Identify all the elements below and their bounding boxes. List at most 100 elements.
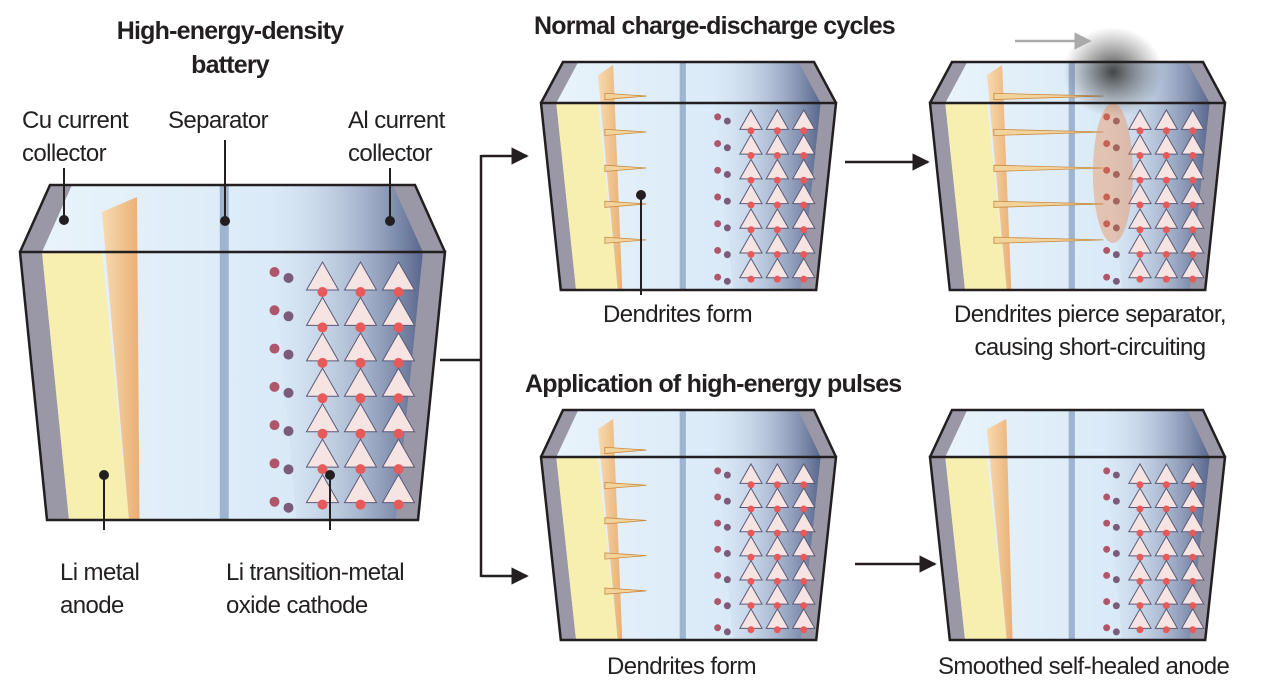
dendrite bbox=[604, 236, 647, 244]
li-ion bbox=[714, 246, 722, 254]
li-ion bbox=[1162, 226, 1170, 234]
li-ion bbox=[1112, 117, 1120, 125]
li-ion bbox=[1103, 519, 1111, 527]
li-ion bbox=[747, 553, 755, 561]
separator bbox=[1068, 62, 1075, 290]
battery-front-frame bbox=[18, 250, 447, 522]
li-ion bbox=[747, 602, 755, 610]
li-ion bbox=[714, 273, 722, 281]
li-ion bbox=[283, 426, 294, 437]
cathode-region bbox=[266, 185, 423, 520]
battery-top-edge bbox=[539, 60, 838, 104]
li-ion bbox=[317, 428, 328, 439]
li-ion bbox=[1136, 577, 1144, 585]
cathode-label: Li transition-metal oxide cathode bbox=[226, 556, 405, 622]
li-ion bbox=[714, 598, 722, 606]
li-anode bbox=[945, 457, 1007, 640]
li-ion bbox=[747, 275, 755, 283]
li-ion bbox=[800, 152, 808, 159]
li-ion bbox=[1103, 273, 1111, 281]
li-ion bbox=[1136, 201, 1144, 209]
li-ion bbox=[283, 502, 294, 513]
li-ion bbox=[773, 176, 781, 184]
li-ion bbox=[1112, 471, 1120, 479]
battery-self-healed bbox=[928, 408, 1227, 642]
li-ion bbox=[1112, 497, 1120, 505]
li-ion bbox=[1189, 505, 1197, 513]
li-ion bbox=[773, 201, 781, 209]
dendrite bbox=[604, 92, 647, 100]
main-battery-illustration bbox=[18, 183, 447, 522]
li-ion bbox=[723, 602, 731, 610]
li-ion bbox=[1112, 197, 1120, 205]
li-ion bbox=[747, 505, 755, 513]
li-ion bbox=[800, 201, 808, 209]
normal-step2-line2: causing short-circuiting bbox=[974, 334, 1206, 361]
li-ion bbox=[1189, 577, 1197, 585]
li-ion bbox=[747, 226, 755, 234]
li-ion bbox=[355, 428, 366, 439]
li-ion bbox=[1103, 140, 1111, 148]
dendrite bbox=[604, 200, 647, 208]
li-ion bbox=[1112, 628, 1120, 636]
li-ion bbox=[393, 322, 404, 333]
battery-front-frame bbox=[539, 455, 838, 642]
dendrite bbox=[993, 164, 1104, 172]
anode-surface bbox=[986, 418, 1013, 640]
cathode-region bbox=[712, 410, 821, 640]
li-ion bbox=[800, 602, 808, 610]
anode-surface bbox=[102, 197, 140, 520]
battery-short-circuit bbox=[928, 27, 1227, 292]
li-ion bbox=[1112, 224, 1120, 232]
normal-step2-caption: Dendrites pierce separator, causing shor… bbox=[920, 298, 1260, 364]
li-ion bbox=[723, 171, 731, 178]
li-anode bbox=[42, 252, 129, 520]
li-ion bbox=[355, 393, 366, 404]
main-battery-title: High-energy-density battery bbox=[60, 14, 400, 82]
normal-cycles-title: Normal charge-discharge cycles bbox=[534, 12, 896, 40]
li-ion bbox=[1136, 152, 1144, 159]
li-ion bbox=[1103, 467, 1111, 475]
li-ion bbox=[773, 226, 781, 234]
li-ion bbox=[269, 381, 280, 392]
li-ion bbox=[723, 628, 731, 636]
al-label-line1: Al current bbox=[348, 107, 445, 134]
li-ion bbox=[1136, 553, 1144, 561]
li-ion bbox=[1189, 553, 1197, 561]
li-ion bbox=[800, 250, 808, 258]
li-ion bbox=[1103, 598, 1111, 606]
li-ion bbox=[1136, 602, 1144, 610]
li-ion bbox=[714, 493, 722, 501]
li-ion bbox=[773, 152, 781, 159]
cathode-region bbox=[1101, 62, 1210, 290]
al-collector bbox=[798, 62, 836, 290]
leader-lines bbox=[59, 140, 646, 530]
li-ion bbox=[1103, 193, 1111, 201]
li-ion bbox=[1112, 576, 1120, 584]
li-ion bbox=[1162, 529, 1170, 537]
li-ion bbox=[1112, 523, 1120, 531]
li-ion bbox=[1189, 626, 1197, 634]
li-ion bbox=[283, 387, 294, 398]
li-anode bbox=[556, 457, 618, 640]
li-ion bbox=[269, 496, 280, 507]
li-ion bbox=[1162, 626, 1170, 634]
li-ion bbox=[269, 305, 280, 316]
li-ion bbox=[723, 197, 731, 205]
li-ion bbox=[747, 176, 755, 184]
li-ion bbox=[269, 458, 280, 469]
li-ion bbox=[355, 287, 366, 297]
li-ion bbox=[1162, 505, 1170, 513]
li-ion bbox=[723, 277, 731, 285]
li-ion bbox=[747, 152, 755, 159]
li-ion bbox=[1112, 171, 1120, 178]
li-ion bbox=[1103, 571, 1111, 579]
li-ion bbox=[1162, 553, 1170, 561]
li-ion bbox=[393, 428, 404, 439]
li-ion bbox=[393, 357, 404, 368]
li-ion bbox=[393, 393, 404, 404]
cathode-region bbox=[1101, 410, 1210, 640]
dendrite bbox=[993, 92, 1104, 100]
li-ion bbox=[317, 499, 328, 510]
li-ion bbox=[723, 497, 731, 505]
